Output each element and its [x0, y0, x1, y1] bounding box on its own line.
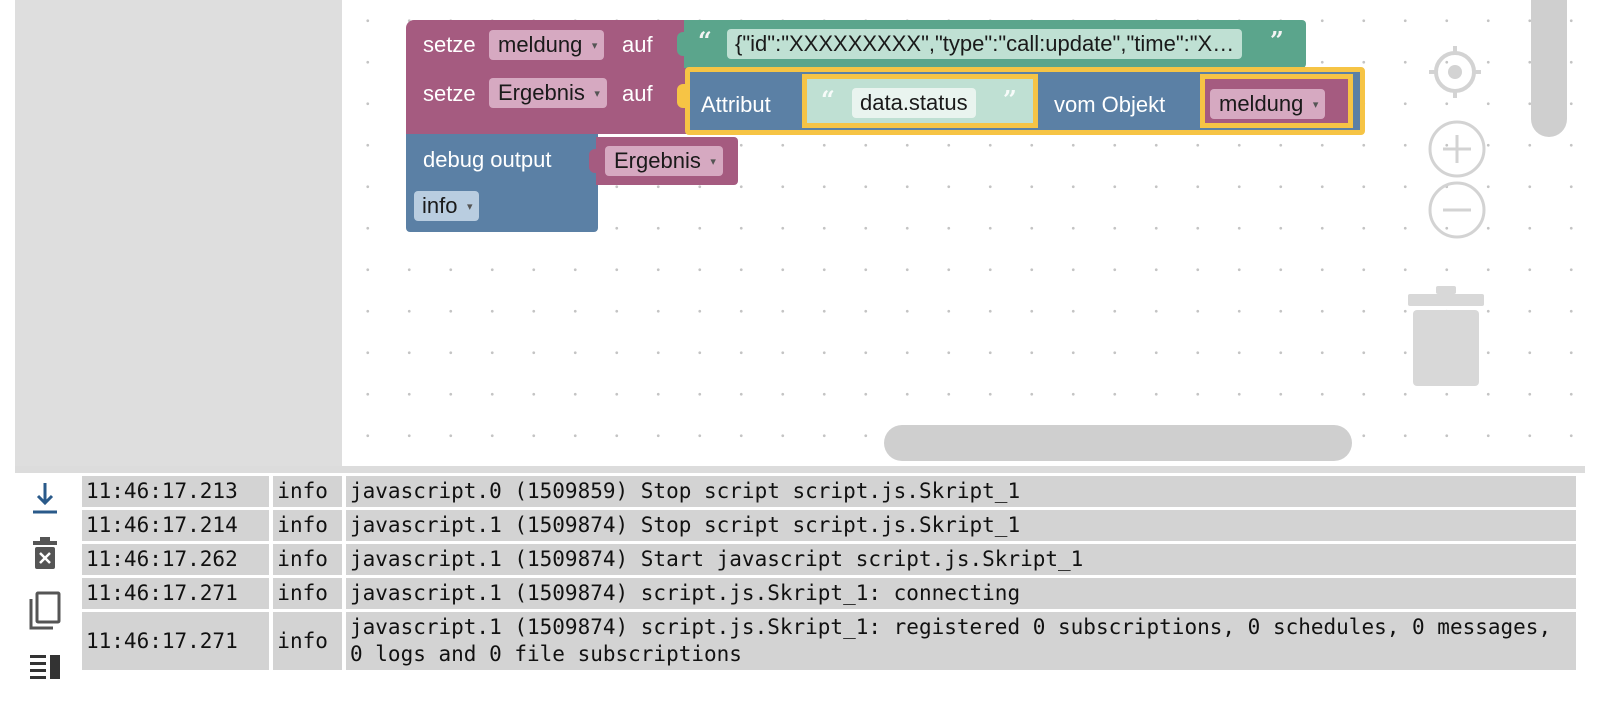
- log-message: javascript.1 (1509874) script.js.Skript_…: [346, 612, 1576, 670]
- set-keyword: setze: [423, 32, 476, 57]
- log-toolbar: [15, 473, 77, 711]
- attribute-label: Attribut: [701, 92, 771, 117]
- input-connector: [677, 32, 687, 56]
- blockly-canvas[interactable]: setze meldung auf “ {"id":"XXXXXXXXX","t…: [342, 0, 1585, 466]
- attribute-block[interactable]: Attribut “ data.status ” vom Objekt meld…: [685, 67, 1365, 135]
- close-quote: ”: [1003, 85, 1017, 114]
- set-ergebnis-block[interactable]: setze Ergebnis auf: [406, 68, 688, 134]
- log-message: javascript.1 (1509874) Stop script scrip…: [346, 510, 1576, 541]
- log-level: info: [273, 476, 342, 507]
- attribute-path-field[interactable]: data.status: [852, 88, 976, 118]
- log-time: 11:46:17.213: [82, 476, 270, 507]
- trash-can-icon[interactable]: [1406, 284, 1486, 388]
- log-time: 11:46:17.271: [82, 612, 270, 670]
- open-quote: “: [698, 26, 712, 55]
- to-keyword: auf: [622, 32, 653, 57]
- log-time: 11:46:17.271: [82, 578, 270, 609]
- input-connector: [677, 84, 687, 108]
- object-variable-block[interactable]: meldung: [1200, 74, 1353, 128]
- delete-log-icon[interactable]: [27, 535, 63, 571]
- variable-dropdown-ergebnis[interactable]: Ergebnis: [605, 146, 723, 177]
- object-label: vom Objekt: [1054, 92, 1166, 117]
- log-time: 11:46:17.262: [82, 544, 270, 575]
- close-quote: ”: [1270, 26, 1284, 55]
- blockly-workspace[interactable]: setze meldung auf “ {"id":"XXXXXXXXX","t…: [15, 0, 1585, 466]
- log-message: javascript.1 (1509874) Start javascript …: [346, 544, 1576, 575]
- minus-circle-icon[interactable]: [1427, 180, 1487, 240]
- string-block[interactable]: “ {"id":"XXXXXXXXX","type":"call:update"…: [684, 20, 1306, 68]
- log-level: info: [273, 544, 342, 575]
- string-value-field[interactable]: {"id":"XXXXXXXXX","type":"call:update","…: [727, 29, 1243, 59]
- horizontal-scrollbar[interactable]: [884, 425, 1352, 461]
- log-time: 11:46:17.214: [82, 510, 270, 541]
- attribute-path-string-block[interactable]: “ data.status ”: [802, 74, 1038, 128]
- log-message: javascript.1 (1509874) script.js.Skript_…: [346, 578, 1576, 609]
- copy-icon[interactable]: [27, 591, 63, 630]
- variable-dropdown-meldung[interactable]: meldung: [1210, 89, 1326, 120]
- toggle-view-icon[interactable]: [27, 649, 63, 685]
- plus-circle-icon[interactable]: [1427, 119, 1487, 179]
- variable-dropdown-ergebnis[interactable]: Ergebnis: [489, 78, 607, 109]
- log-level: info: [273, 578, 342, 609]
- log-level-dropdown[interactable]: info: [414, 191, 480, 222]
- scroll-to-bottom-icon[interactable]: [27, 479, 63, 515]
- log-level: info: [273, 510, 342, 541]
- open-quote: “: [821, 85, 835, 114]
- debug-output-label: debug output: [423, 147, 552, 172]
- set-keyword: setze: [423, 81, 476, 106]
- set-meldung-block[interactable]: setze meldung auf: [406, 20, 688, 68]
- input-connector: [589, 149, 599, 173]
- debug-variable-block[interactable]: Ergebnis: [596, 137, 738, 185]
- log-message: javascript.0 (1509859) Stop script scrip…: [346, 476, 1576, 507]
- crosshair-icon[interactable]: [1425, 42, 1485, 102]
- variable-dropdown-meldung[interactable]: meldung: [489, 30, 605, 61]
- to-keyword: auf: [622, 81, 653, 106]
- log-level: info: [273, 612, 342, 670]
- debug-output-block[interactable]: debug output info: [406, 134, 598, 232]
- vertical-scrollbar[interactable]: [1531, 0, 1567, 137]
